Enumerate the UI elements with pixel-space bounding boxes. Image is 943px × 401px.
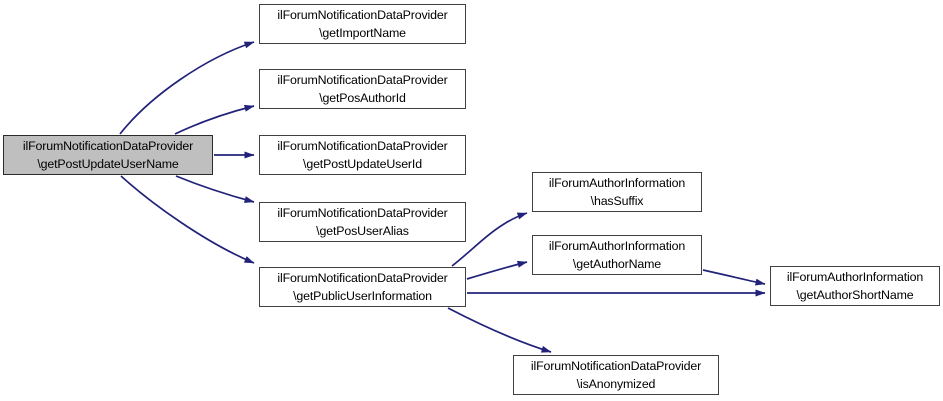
node-hasSuffix[interactable]: ilForumAuthorInformation \hasSuffix (532, 172, 702, 212)
node-method-label: \getPublicUserInformation (293, 289, 432, 303)
node-getImportName[interactable]: ilForumNotificationDataProvider \getImpor… (259, 4, 466, 44)
node-method-label: \getAuthorShortName (796, 288, 914, 302)
edge-getPostUpdateUserName-getPosUserAlias (175, 175, 255, 203)
edge-getAuthorName-getAuthorShortName (702, 269, 766, 286)
node-method-label: \hasSuffix (590, 194, 644, 208)
node-class-label: ilForumAuthorInformation (548, 176, 686, 190)
node-method-label: \getPostUpdateUserId (303, 157, 422, 171)
node-getPosAuthorId[interactable]: ilForumNotificationDataProvider \getPosAu… (259, 69, 466, 109)
node-method-label: \getAuthorName (572, 257, 662, 271)
node-getPublicUserInformation[interactable]: ilForumNotificationDataProvider \getPubli… (259, 267, 466, 307)
node-class-label: ilForumNotificationDataProvider (277, 139, 448, 153)
edge-getPublicUserInformation-getAuthorName (466, 260, 528, 280)
node-method-label: \getImportName (319, 26, 406, 40)
node-class-label: ilForumNotificationDataProvider (277, 73, 448, 87)
node-class-label: ilForumAuthorInformation (548, 239, 686, 253)
node-method-label: \isAnonymized (576, 377, 656, 391)
node-method-label: \getPosAuthorId (319, 91, 406, 105)
node-class-label: ilForumNotificationDataProvider (530, 359, 702, 373)
edge-getPostUpdateUserName-getImportName (119, 41, 255, 135)
node-getAuthorShortName[interactable]: ilForumAuthorInformation \getAuthorShortN… (770, 266, 940, 306)
edge-getPostUpdateUserName-getPosAuthorId (174, 104, 255, 135)
node-method-label: \getPostUpdateUserName (37, 157, 179, 171)
node-getAuthorName[interactable]: ilForumAuthorInformation \getAuthorName (532, 235, 702, 275)
node-class-label: ilForumAuthorInformation (786, 270, 924, 284)
node-getPostUpdateUserId[interactable]: ilForumNotificationDataProvider \getPostU… (259, 135, 466, 175)
node-getPosUserAlias[interactable]: ilForumNotificationDataProvider \getPosUs… (259, 202, 466, 242)
node-class-label: ilForumNotificationDataProvider (22, 139, 194, 153)
node-isAnonymized[interactable]: ilForumNotificationDataProvider \isAnonym… (513, 355, 719, 395)
node-getPostUpdateUserName[interactable]: ilForumNotificationDataProvider \getPostU… (3, 135, 213, 175)
node-method-label: \getPosUserAlias (316, 224, 409, 238)
edge-getPublicUserInformation-isAnonymized (447, 307, 552, 353)
node-class-label: ilForumNotificationDataProvider (277, 206, 448, 220)
node-class-label: ilForumNotificationDataProvider (277, 271, 448, 285)
node-class-label: ilForumNotificationDataProvider (277, 8, 448, 22)
edge-getPostUpdateUserName-getPublicUserInformation (120, 175, 255, 264)
